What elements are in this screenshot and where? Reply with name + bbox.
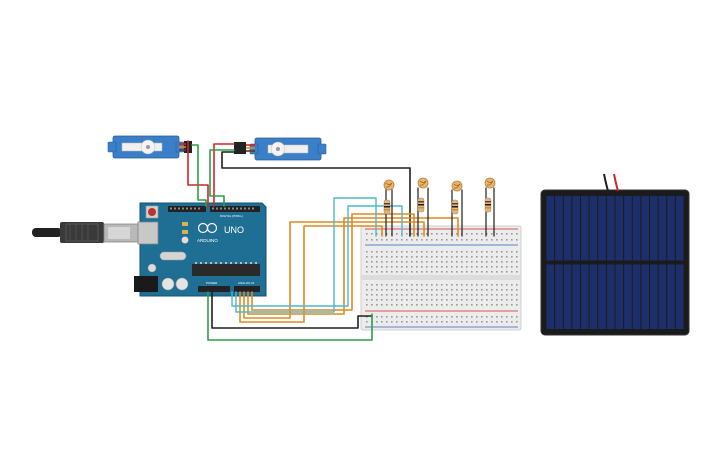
wire-red-servo-right[interactable] <box>213 143 235 207</box>
res-4[interactable] <box>484 197 492 213</box>
breadboard[interactable] <box>360 225 522 331</box>
res-3[interactable] <box>451 199 459 215</box>
res-2[interactable] <box>417 197 425 213</box>
breadboard-holes <box>366 233 518 323</box>
board-brand-text: ARDUINO <box>197 238 218 243</box>
servo-right[interactable] <box>234 137 327 161</box>
board-logo-text: UNO <box>224 225 244 235</box>
arduino-board[interactable]: UNO ARDUINO DIGITAL (PWM~) POWER ANALOG … <box>134 202 267 297</box>
analog-header-label: ANALOG IN <box>238 281 254 285</box>
solar-panel[interactable] <box>540 173 690 336</box>
ldr-3[interactable] <box>451 180 463 192</box>
wire-orange-a1[interactable] <box>243 221 425 319</box>
wire-cyan-1[interactable] <box>235 197 377 313</box>
usb-cable <box>32 222 139 243</box>
wire-orange-a2[interactable] <box>247 217 459 315</box>
ldr-4[interactable] <box>484 177 496 189</box>
servo-left[interactable] <box>107 135 192 159</box>
power-header-label: POWER <box>206 281 218 285</box>
wire-black-servo-gnd[interactable] <box>221 151 411 237</box>
wire-cyan-2[interactable] <box>231 205 403 307</box>
wire-orange-a0[interactable] <box>239 225 383 323</box>
ldr-1[interactable] <box>383 179 395 191</box>
wire-black-board-gnd[interactable] <box>211 291 373 329</box>
wire-green-servo-left[interactable] <box>191 144 207 207</box>
servo-leads <box>179 143 255 152</box>
ldr-2[interactable] <box>417 177 429 189</box>
res-1[interactable] <box>383 199 391 215</box>
wire-green-board-5v[interactable] <box>207 291 373 341</box>
wire-green-servo-right[interactable] <box>209 149 235 207</box>
wire-orange-a3[interactable] <box>251 213 415 311</box>
digital-header-label: DIGITAL (PWM~) <box>220 214 243 218</box>
